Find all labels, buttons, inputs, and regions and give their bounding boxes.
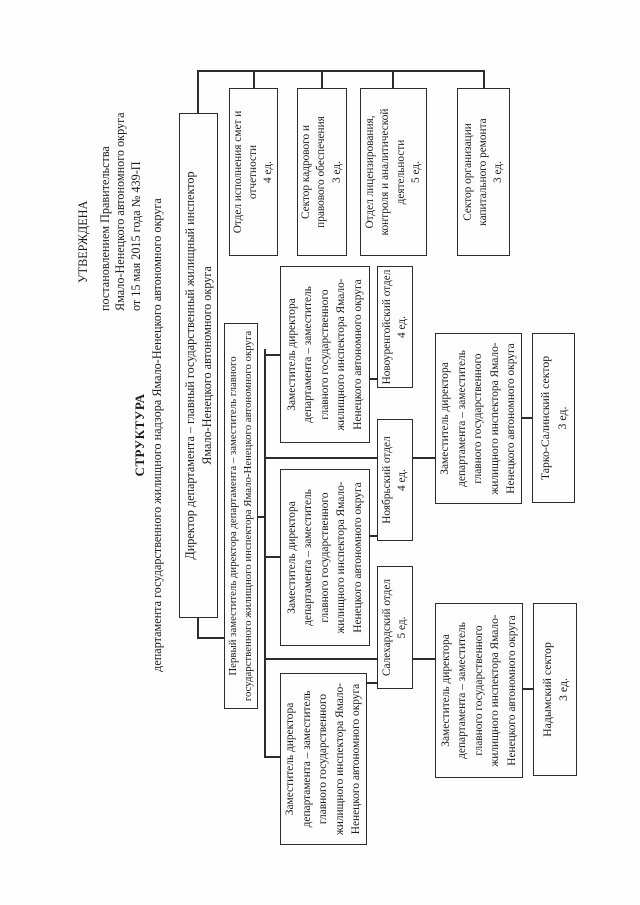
deputy-title: жилищного инспектора Ямало- [335, 481, 348, 634]
connector-line [264, 354, 281, 356]
deputy-title: главного государственного [317, 693, 330, 825]
unit-name: контроля и аналитической [379, 108, 392, 236]
unit-name: Отдел лицензирования, [363, 115, 376, 229]
deputy-title: Заместитель директора [284, 702, 297, 816]
unit-staff-count: 3 ед. [330, 161, 343, 183]
org-box-deputy-3: Заместитель директора департамента – зам… [280, 673, 367, 845]
deputy-title: Ненецкого автономного округа [351, 279, 364, 430]
deputy-title: Заместитель директора [285, 298, 298, 411]
unit-staff-count: 4 ед. [262, 161, 275, 183]
unit-staff-count: 5 ед. [409, 161, 422, 183]
approval-line: Ямало-Ненецкого автономного округа [113, 112, 128, 311]
unit-name: Сектор кадрового и [300, 124, 313, 220]
approval-line: постановлением Правительства [98, 146, 113, 311]
connector-line [197, 70, 199, 113]
unit-staff-count: 5 ед. [396, 616, 408, 639]
org-box-unit-salekhard: Салехардский отдел 5 ед. [377, 566, 413, 689]
org-box-unit-novy-urengoy: Новоуренгойский отдел 4 ед. [377, 266, 413, 388]
unit-staff-count: 4 ед. [396, 316, 408, 338]
connector-line [321, 71, 323, 89]
connector-line [483, 71, 485, 89]
director-title: Ямало-Ненецкого автономного округа [199, 266, 214, 465]
org-box-deputy-1: Заместитель директора департамента – зам… [280, 266, 370, 443]
connector-line [197, 617, 199, 638]
deputy-title: департамента – заместитель [300, 690, 313, 828]
deputy-title: жилищного инспектора Ямало- [488, 342, 501, 495]
page-title: СТРУКТУРА [132, 393, 147, 477]
deputy-title: Ненецкого автономного округа [350, 683, 363, 835]
org-box-deputy-2: Заместитель директора департамента – зам… [280, 469, 370, 646]
org-box-deputy-5: Заместитель директора департамента – зам… [435, 603, 523, 778]
unit-name: Отдел исполнения смет и [231, 110, 244, 234]
unit-name: Новоуренгойский отдел [380, 269, 393, 385]
unit-name: Салехардский отдел [380, 578, 393, 677]
deputy-title: главного государственного [472, 625, 485, 756]
deputy-title: главного государственного [472, 353, 485, 484]
unit-staff-count: 4 ед. [396, 469, 408, 491]
page-subtitle: департамента государственного жилищного … [150, 198, 164, 672]
deputy-title: главного государственного [318, 289, 331, 420]
connector-line [197, 70, 485, 72]
deputy-title: Ненецкого автономного округа [351, 482, 364, 633]
deputy-title: Ненецкого автономного округа [505, 343, 518, 494]
connector-line [197, 637, 225, 639]
org-box-unit-capital-repair: Сектор организации капитального ремонта … [457, 88, 510, 256]
connector-line [253, 71, 255, 89]
deputy-title: департамента – заместитель [302, 286, 315, 423]
deputy-title: Заместитель директора [285, 501, 298, 614]
unit-name: Надымский сектор [539, 642, 554, 737]
title-block: СТРУКТУРА департамента государственного … [131, 0, 166, 885]
unit-name: Ноябрьский отдел [380, 436, 393, 524]
unit-name: Сектор организации [461, 123, 474, 221]
org-box-director: Директор департамента – главный государс… [179, 113, 218, 618]
unit-staff-count: 3 ед. [554, 406, 569, 430]
deputy-title: жилищного инспектора Ямало- [489, 614, 502, 767]
connector-line [264, 349, 266, 758]
deputy-title: департамента – заместитель [456, 622, 469, 759]
connector-line [264, 756, 281, 758]
org-box-first-deputy: Первый заместитель директора департамент… [224, 323, 258, 709]
deputy-title: департамента – заместитель [455, 350, 468, 487]
unit-name: отчетности [246, 144, 259, 200]
deputy-title: жилищного инспектора Ямало- [333, 682, 346, 836]
deputy-title: Заместитель директора [439, 362, 452, 475]
first-deputy-title: государственного жилищного инспектора Ям… [242, 330, 254, 702]
deputy-title: жилищного инспектора Ямало- [335, 278, 348, 431]
unit-name: Тарко-Салинский сектор [538, 355, 552, 481]
deputy-title: департамента – заместитель [302, 489, 315, 626]
org-box-unit-tarko-sale: Тарко-Салинский сектор 3 ед. [532, 333, 575, 503]
deputy-title: главного государственного [318, 492, 331, 623]
director-title: Директор департамента – главный государс… [182, 171, 197, 560]
org-box-unit-hr-legal: Сектор кадрового и правового обеспечения… [297, 88, 347, 256]
connector-line [264, 556, 281, 558]
org-box-unit-budget: Отдел исполнения смет и отчетности 4 ед. [229, 88, 278, 256]
org-box-deputy-4: Заместитель директора департамента – зам… [435, 333, 522, 504]
deputy-title: Ненецкого автономного округа [505, 615, 518, 766]
unit-staff-count: 3 ед. [492, 161, 505, 183]
unit-name: капитального ремонта [476, 118, 489, 226]
deputy-title: Заместитель директора [439, 634, 452, 747]
org-box-unit-licensing: Отдел лицензирования, контроля и аналити… [360, 88, 427, 256]
approval-line: УТВЕРЖДЕНА [76, 200, 90, 283]
connector-line [392, 71, 394, 89]
unit-name: правового обеспечения [315, 116, 328, 228]
unit-name: деятельности [394, 139, 407, 205]
first-deputy-title: Первый заместитель директора департамент… [227, 356, 239, 676]
org-box-unit-noyabrsk: Ноябрьский отдел 4 ед. [377, 419, 413, 541]
org-box-unit-nadym: Надымский сектор 3 ед. [533, 603, 577, 776]
unit-staff-count: 3 ед. [556, 678, 570, 701]
